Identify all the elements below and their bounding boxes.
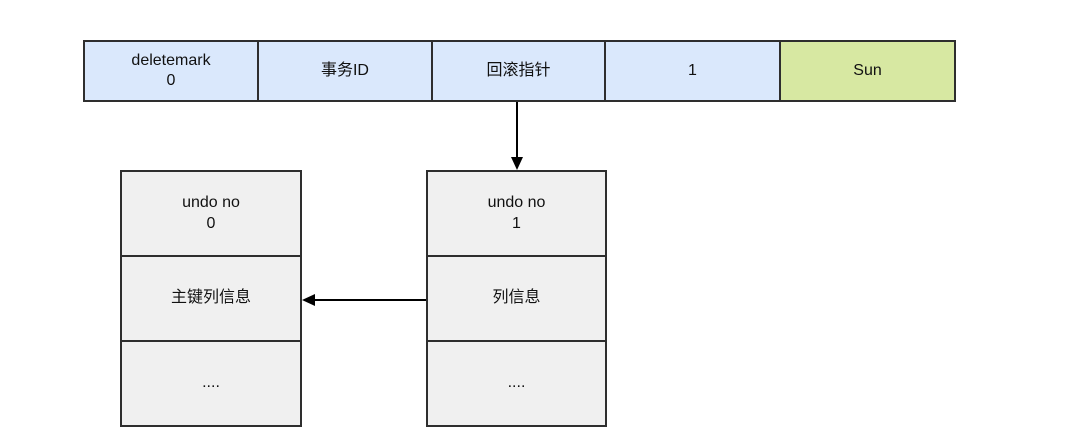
arrowhead-down-icon: [511, 157, 523, 170]
undo-log-1-column-info: 列信息: [428, 257, 605, 342]
record-cell-rollback-pointer: 回滚指针: [433, 42, 606, 100]
undo-log-1-header: undo no 1: [428, 172, 605, 257]
record-cell-sun: Sun: [781, 42, 954, 100]
undo-log-1-ellipsis: ....: [507, 374, 526, 392]
record-cell-transaction-id: 事务ID: [259, 42, 433, 100]
undo-log-0-primary-key-column-info: 主键列信息: [122, 257, 300, 342]
undo-log-0-box: undo no 0 主键列信息 ....: [120, 170, 302, 427]
record-cell-deletemark: deletemark 0: [85, 42, 259, 100]
record-cell-value-1: 1: [606, 42, 781, 100]
undo-log-0-header: undo no 0: [122, 172, 300, 257]
undo-log-1-box: undo no 1 列信息 ....: [426, 170, 607, 427]
undo-log-0-ellipsis: ....: [202, 374, 220, 392]
arrowhead-left-icon: [302, 294, 315, 306]
record-row: deletemark 0 事务ID 回滚指针 1 Sun: [83, 40, 956, 102]
